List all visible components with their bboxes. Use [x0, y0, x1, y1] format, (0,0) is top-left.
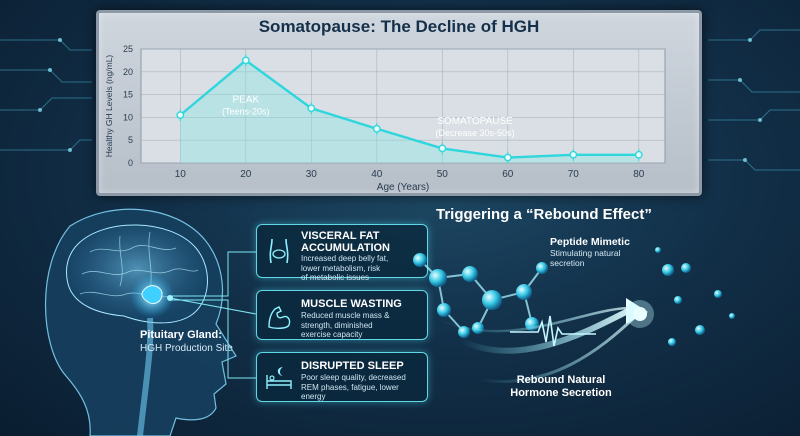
plot-area [140, 48, 666, 164]
card-disrupted-sleep-desc: Poor sleep quality, decreased REM phases… [301, 373, 406, 401]
chart-panel: Somatopause: The Decline of HGH 0 5 10 15 20… [96, 10, 702, 196]
x-tick-label: 20 [240, 169, 252, 180]
y-tick-label: 20 [123, 67, 133, 77]
peptide-title: Peptide Mimetic [550, 236, 630, 248]
x-tick-label: 40 [371, 169, 383, 180]
data-point [438, 144, 447, 153]
pituitary-label: Pituitary Gland: HGH Production Site [140, 328, 233, 356]
card-disrupted-sleep-title: DISRUPTED SLEEP [301, 360, 404, 372]
rebound-title: Triggering a “Rebound Effect” [436, 206, 652, 223]
card-visceral-fat: VISCERAL FAT ACCUMULATION Increased deep… [256, 224, 428, 282]
x-tick-label: 10 [175, 169, 187, 180]
y-tick-label: 10 [123, 112, 133, 122]
peptide-subtitle: Stimulating natural secretion [550, 248, 621, 268]
y-axis-label: Healthy GH Levels (ng/mL) [104, 55, 114, 158]
data-point [241, 56, 250, 65]
x-tick-label: 50 [437, 169, 449, 180]
peptide-mimetic-label: Peptide Mimetic Stimulating natural secr… [550, 236, 630, 268]
bed-moon-icon [266, 367, 292, 389]
data-point [569, 150, 578, 159]
y-tick-label: 5 [128, 135, 133, 145]
pituitary-subtitle: HGH Production Site [140, 343, 233, 354]
y-tick-label: 25 [123, 44, 133, 54]
somatopause-annotation-sub: (Decrease 30s-50s) [436, 128, 515, 138]
data-point [634, 150, 643, 159]
pituitary-title: Pituitary Gland: [140, 329, 222, 341]
area-fill [180, 60, 639, 163]
data-point [176, 111, 185, 120]
x-axis-label: Age (Years) [377, 182, 429, 193]
peak-annotation: PEAK [232, 94, 259, 105]
rebound-illustration [413, 247, 735, 383]
x-tick-label: 60 [502, 169, 514, 180]
x-tick-label: 30 [306, 169, 318, 180]
series-line [179, 58, 639, 159]
head-brain-illustration [44, 208, 237, 436]
torso-icon [269, 238, 289, 264]
x-tick-label: 70 [568, 169, 580, 180]
peak-annotation-sub: (Teens-20s) [222, 106, 270, 116]
card-visceral-fat-title: VISCERAL FAT ACCUMULATION [301, 230, 391, 254]
flexed-arm-icon [268, 306, 291, 330]
rebound-result-label: Rebound Natural Hormone Secretion [510, 374, 612, 399]
x-tick-label: 80 [633, 169, 645, 180]
y-tick-label: 15 [123, 90, 133, 100]
card-muscle-wasting-title: MUSCLE WASTING [301, 298, 402, 310]
card-muscle-wasting-desc: Reduced muscle mass & strength, diminish… [301, 311, 390, 339]
chart-title: Somatopause: The Decline of HGH [258, 17, 540, 36]
somatopause-annotation: SOMATOPAUSE [437, 116, 513, 127]
card-muscle-wasting: MUSCLE WASTING Reduced muscle mass & str… [256, 290, 428, 340]
data-point [307, 104, 316, 113]
y-tick-label: 0 [128, 158, 133, 168]
card-visceral-fat-desc: Increased deep belly fat, lower metaboli… [301, 254, 389, 282]
data-point [372, 124, 381, 133]
data-point [503, 153, 512, 162]
card-disrupted-sleep: DISRUPTED SLEEP Poor sleep quality, decr… [256, 352, 428, 402]
